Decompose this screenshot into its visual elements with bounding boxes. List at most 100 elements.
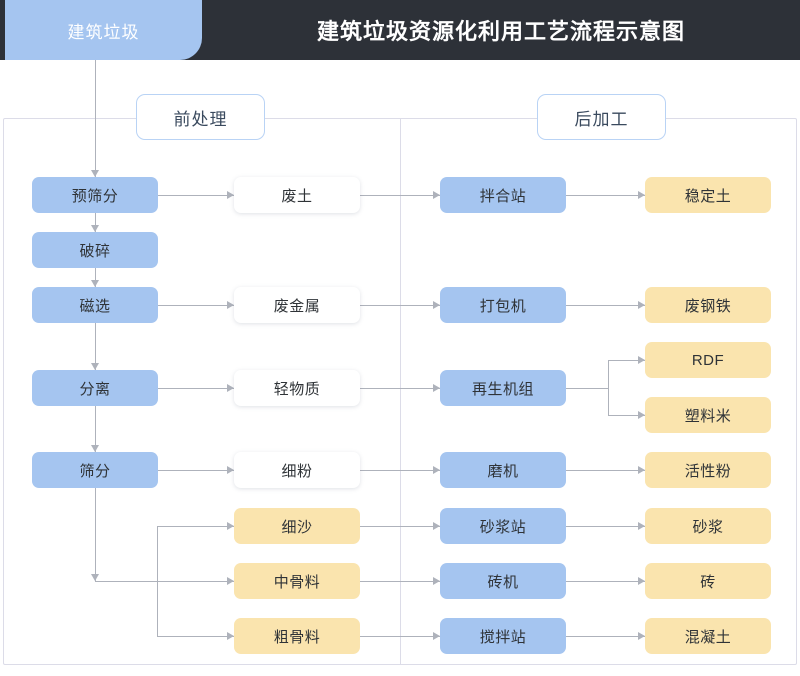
node-label-crush: 破碎 xyxy=(79,242,111,260)
connector-regen-unit-to-plastic-pellet xyxy=(608,415,645,416)
connector-screen-to-fine-sand xyxy=(157,526,234,527)
connector-crush-to-magnetic xyxy=(95,268,96,287)
connector-waste-soil-to-mix-station xyxy=(360,195,440,196)
arrowhead-coarse-agg-to-batch-plant xyxy=(433,632,440,640)
connector-mortar-plant-to-mortar xyxy=(566,526,645,527)
section-label-preprocess: 前处理 xyxy=(136,94,265,140)
node-label-baler: 打包机 xyxy=(479,297,527,315)
connector-regen-unit-split-stem xyxy=(566,388,608,389)
node-label-waste-soil: 废土 xyxy=(281,187,313,205)
connector-mill-to-active-powder xyxy=(566,470,645,471)
section-label-preprocess-text: 前处理 xyxy=(173,109,228,129)
node-stabilized-soil[interactable]: 稳定土 xyxy=(645,177,771,213)
node-label-waste-metal: 废金属 xyxy=(273,297,321,315)
connector-pre-screen-to-waste-soil xyxy=(158,195,234,196)
node-mix-station[interactable]: 拌合站 xyxy=(440,177,566,213)
node-baler[interactable]: 打包机 xyxy=(440,287,566,323)
connector-light-matter-to-regen-unit xyxy=(360,388,440,389)
arrowhead-pre-screen-to-waste-soil xyxy=(227,191,234,199)
node-label-mill: 磨机 xyxy=(487,462,519,480)
node-fine-sand[interactable]: 细沙 xyxy=(234,508,360,544)
connector-brick-mach-to-brick xyxy=(566,581,645,582)
arrowhead-separate-to-light-matter xyxy=(227,384,234,392)
arrowhead-waste-metal-to-baler xyxy=(433,301,440,309)
node-label-mix-station: 拌合站 xyxy=(479,187,527,205)
connector-mid-agg-to-brick-mach xyxy=(360,581,440,582)
node-crush[interactable]: 破碎 xyxy=(32,232,158,268)
node-light-matter[interactable]: 轻物质 xyxy=(234,370,360,406)
node-mortar-plant[interactable]: 砂浆站 xyxy=(440,508,566,544)
arrowhead-brick-mach-to-brick xyxy=(638,577,645,585)
node-coarse-agg[interactable]: 粗骨料 xyxy=(234,618,360,654)
node-pre-screen[interactable]: 预筛分 xyxy=(32,177,158,213)
connector-magnetic-to-waste-metal xyxy=(158,305,234,306)
connector-coarse-agg-to-batch-plant xyxy=(360,636,440,637)
node-brick-mach[interactable]: 砖机 xyxy=(440,563,566,599)
connector-screen-to-fine-powder xyxy=(158,470,234,471)
connector-batch-plant-to-concrete xyxy=(566,636,645,637)
node-mill[interactable]: 磨机 xyxy=(440,452,566,488)
arrowhead-light-matter-to-regen-unit xyxy=(433,384,440,392)
node-label-mid-agg: 中骨料 xyxy=(273,573,321,591)
node-label-concrete: 混凝土 xyxy=(684,628,732,646)
section-label-postprocess: 后加工 xyxy=(537,94,666,140)
arrowhead-regen-unit-to-plastic-pellet xyxy=(638,411,645,419)
node-label-plastic-pellet: 塑料米 xyxy=(684,407,732,425)
connector-construction-waste-to-pre-screen xyxy=(95,60,96,177)
connector-separate-to-light-matter xyxy=(158,388,234,389)
node-label-batch-plant: 搅拌站 xyxy=(479,628,527,646)
node-label-brick: 砖 xyxy=(700,573,716,591)
node-brick[interactable]: 砖 xyxy=(645,563,771,599)
arrowhead-crush-to-magnetic xyxy=(91,280,99,287)
arrowhead-screen-to-fine-powder xyxy=(227,466,234,474)
node-screen[interactable]: 筛分 xyxy=(32,452,158,488)
page-title: 建筑垃圾资源化利用工艺流程示意图 xyxy=(316,19,685,44)
connector-separate-to-screen xyxy=(95,406,96,452)
connector-magnetic-to-separate xyxy=(95,323,96,370)
arrowhead-fine-powder-to-mill xyxy=(433,466,440,474)
arrowhead-waste-soil-to-mix-station xyxy=(433,191,440,199)
node-scrap-steel[interactable]: 废钢铁 xyxy=(645,287,771,323)
node-mortar[interactable]: 砂浆 xyxy=(645,508,771,544)
node-label-magnetic: 磁选 xyxy=(79,297,111,315)
node-mid-agg[interactable]: 中骨料 xyxy=(234,563,360,599)
arrowhead-batch-plant-to-concrete xyxy=(638,632,645,640)
node-label-fine-powder: 细粉 xyxy=(281,462,313,480)
node-magnetic[interactable]: 磁选 xyxy=(32,287,158,323)
node-rdf[interactable]: RDF xyxy=(645,342,771,378)
node-batch-plant[interactable]: 搅拌站 xyxy=(440,618,566,654)
arrowhead-screen-to-coarse-agg xyxy=(227,632,234,640)
header-tab-construction-waste[interactable]: 建筑垃圾 xyxy=(5,0,202,60)
node-concrete[interactable]: 混凝土 xyxy=(645,618,771,654)
node-regen-unit[interactable]: 再生机组 xyxy=(440,370,566,406)
arrowhead-separate-to-screen xyxy=(91,445,99,452)
stage-divider xyxy=(400,118,401,665)
arrowhead-magnetic-to-waste-metal xyxy=(227,301,234,309)
node-waste-soil[interactable]: 废土 xyxy=(234,177,360,213)
arrowhead-mid-agg-to-brick-mach xyxy=(433,577,440,585)
connector-screen-down-stub xyxy=(95,488,96,581)
header-tab-label: 建筑垃圾 xyxy=(67,22,140,42)
node-label-light-matter: 轻物质 xyxy=(273,380,321,398)
node-active-powder[interactable]: 活性粉 xyxy=(645,452,771,488)
node-plastic-pellet[interactable]: 塑料米 xyxy=(645,397,771,433)
connector-pre-screen-to-crush xyxy=(95,213,96,232)
connector-fine-sand-to-mortar-plant xyxy=(360,526,440,527)
node-label-rdf: RDF xyxy=(691,351,725,369)
arrowhead-mix-station-to-stabilized-soil xyxy=(638,191,645,199)
connector-fine-powder-to-mill xyxy=(360,470,440,471)
arrowhead-baler-to-scrap-steel xyxy=(638,301,645,309)
arrowhead-fine-sand-to-mortar-plant xyxy=(433,522,440,530)
arrowhead-mill-to-active-powder xyxy=(638,466,645,474)
node-separate[interactable]: 分离 xyxy=(32,370,158,406)
node-fine-powder[interactable]: 细粉 xyxy=(234,452,360,488)
arrowhead-screen-down-stub xyxy=(91,574,99,581)
arrowhead-construction-waste-to-pre-screen xyxy=(91,170,99,177)
connector-regen-unit-split-trunk xyxy=(608,360,609,415)
connector-screen-to-coarse-agg xyxy=(157,636,234,637)
node-waste-metal[interactable]: 废金属 xyxy=(234,287,360,323)
node-label-coarse-agg: 粗骨料 xyxy=(273,628,321,646)
node-label-mortar: 砂浆 xyxy=(692,518,724,536)
node-label-mortar-plant: 砂浆站 xyxy=(479,518,527,536)
